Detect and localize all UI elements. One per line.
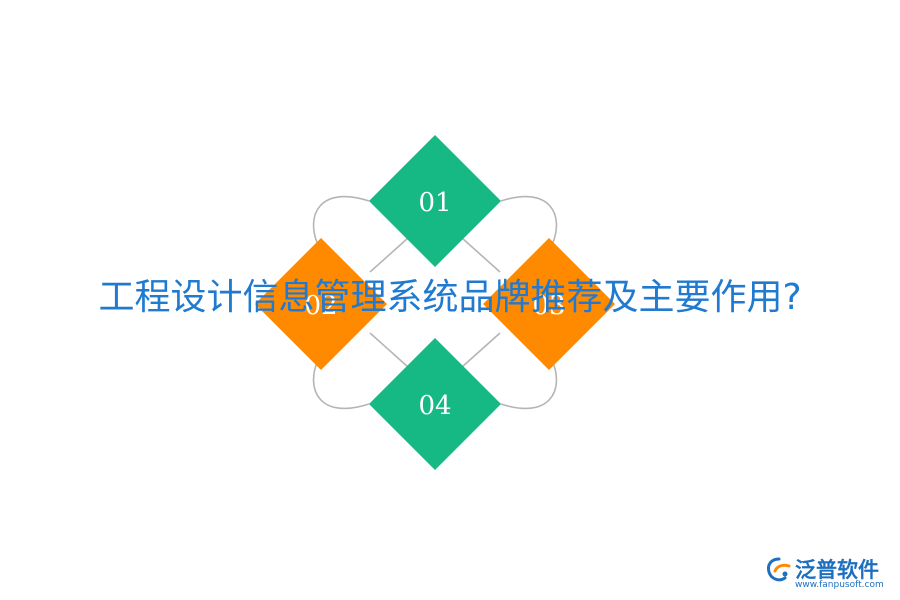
diamond-03-shape [483,238,615,370]
diamond-01: 01 [369,135,501,267]
diamond-03: 03 [483,238,615,370]
ring-top-right [500,195,558,246]
logo-mark-icon [767,557,791,582]
inner-line-tl [369,237,409,273]
inner-line-br [461,332,501,368]
brand-logo[interactable]: 泛普软件 www.fanpusoft.com [765,552,895,596]
diamond-02: 02 [255,238,387,370]
diamond-04-shape [369,338,501,470]
ring-bottom-right [500,359,558,410]
page-title: 工程设计信息管理系统品牌推荐及主要作用? [98,277,802,318]
diamond-01-shape [369,135,501,267]
ring-lines [312,195,558,410]
inner-line-bl [369,332,409,368]
inner-line-tr [461,237,501,273]
diamond-01-label: 01 [418,188,451,218]
diamond-04-label: 04 [418,391,451,421]
diamond-04: 04 [369,338,501,470]
ring-bottom-left [312,359,370,410]
diamond-03-label: 03 [532,291,565,321]
logo-url: www.fanpusoft.com [795,580,884,590]
logo-brand-name: 泛普软件 [795,558,879,582]
diamond-02-shape [255,238,387,370]
ring-top-left [312,195,370,246]
diamond-02-label: 02 [304,291,337,321]
